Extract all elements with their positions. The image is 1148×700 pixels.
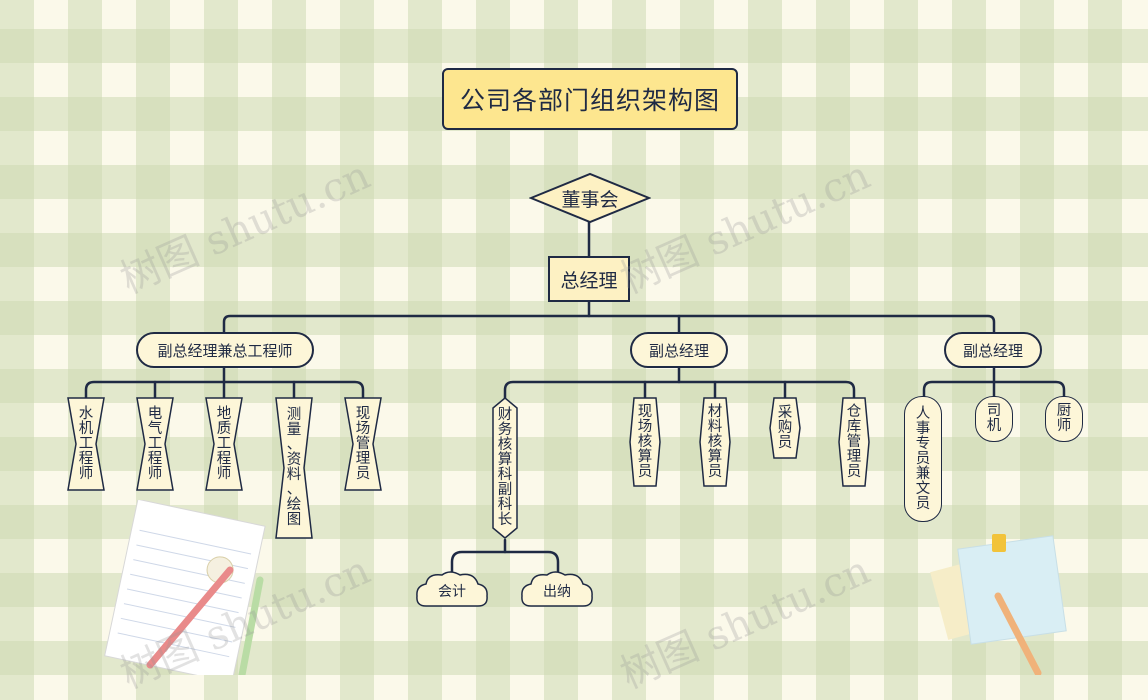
node-vp-admin: 副总经理 bbox=[944, 332, 1042, 368]
node-site-manager: 现场管理员 bbox=[355, 405, 371, 482]
board-diamond-shape bbox=[529, 172, 651, 224]
hourglass-shape bbox=[67, 397, 105, 491]
node-cashier: 出纳 bbox=[543, 584, 571, 600]
node-material-accountant: 材料核算员 bbox=[707, 403, 723, 480]
node-cook: 厨师 bbox=[1045, 396, 1083, 442]
hexagon-shape bbox=[838, 397, 870, 487]
hourglass-shape bbox=[275, 397, 313, 539]
node-geology-engineer: 地质工程师 bbox=[216, 405, 232, 482]
node-vp-finance: 副总经理 bbox=[630, 332, 728, 368]
org-chart: 公司各部门组织架构图 董事会 总经理 副总经理兼总工程师 副总经理 副总经理 水… bbox=[67, 68, 1083, 698]
hexagon-shape bbox=[769, 397, 801, 459]
node-hr-clerk: 人事专员兼文员 bbox=[904, 396, 942, 522]
hexagon-shape bbox=[699, 397, 731, 487]
node-purchaser: 采购员 bbox=[777, 404, 793, 451]
node-electrical-engineer: 电气工程师 bbox=[147, 405, 163, 482]
node-survey-drafting: 测量、资料、绘图 bbox=[286, 407, 302, 528]
cloud-shape bbox=[521, 571, 593, 607]
cloud-shape bbox=[416, 571, 488, 607]
hourglass-shape bbox=[136, 397, 174, 491]
node-general-manager: 总经理 bbox=[548, 256, 630, 302]
hourglass-shape bbox=[344, 397, 382, 491]
node-warehouse-keeper: 仓库管理员 bbox=[846, 403, 862, 480]
hexagon-shape bbox=[629, 397, 661, 487]
sticky-note-illustration bbox=[930, 534, 1067, 675]
node-accountant: 会计 bbox=[438, 584, 466, 600]
chart-title: 公司各部门组织架构图 bbox=[442, 68, 738, 130]
hexagon-shape bbox=[492, 397, 518, 539]
node-water-engineer: 水机工程师 bbox=[78, 405, 94, 482]
node-finance-deputy-head: 财务核算科副科长 bbox=[497, 407, 513, 528]
node-site-accountant: 现场核算员 bbox=[637, 403, 653, 480]
connector-lines bbox=[84, 220, 1066, 574]
node-driver: 司机 bbox=[975, 396, 1013, 442]
hourglass-shape bbox=[205, 397, 243, 491]
notepad-pencil-illustration bbox=[104, 500, 266, 675]
node-board: 董事会 bbox=[561, 188, 619, 211]
node-vp-chief-engineer: 副总经理兼总工程师 bbox=[136, 332, 314, 368]
